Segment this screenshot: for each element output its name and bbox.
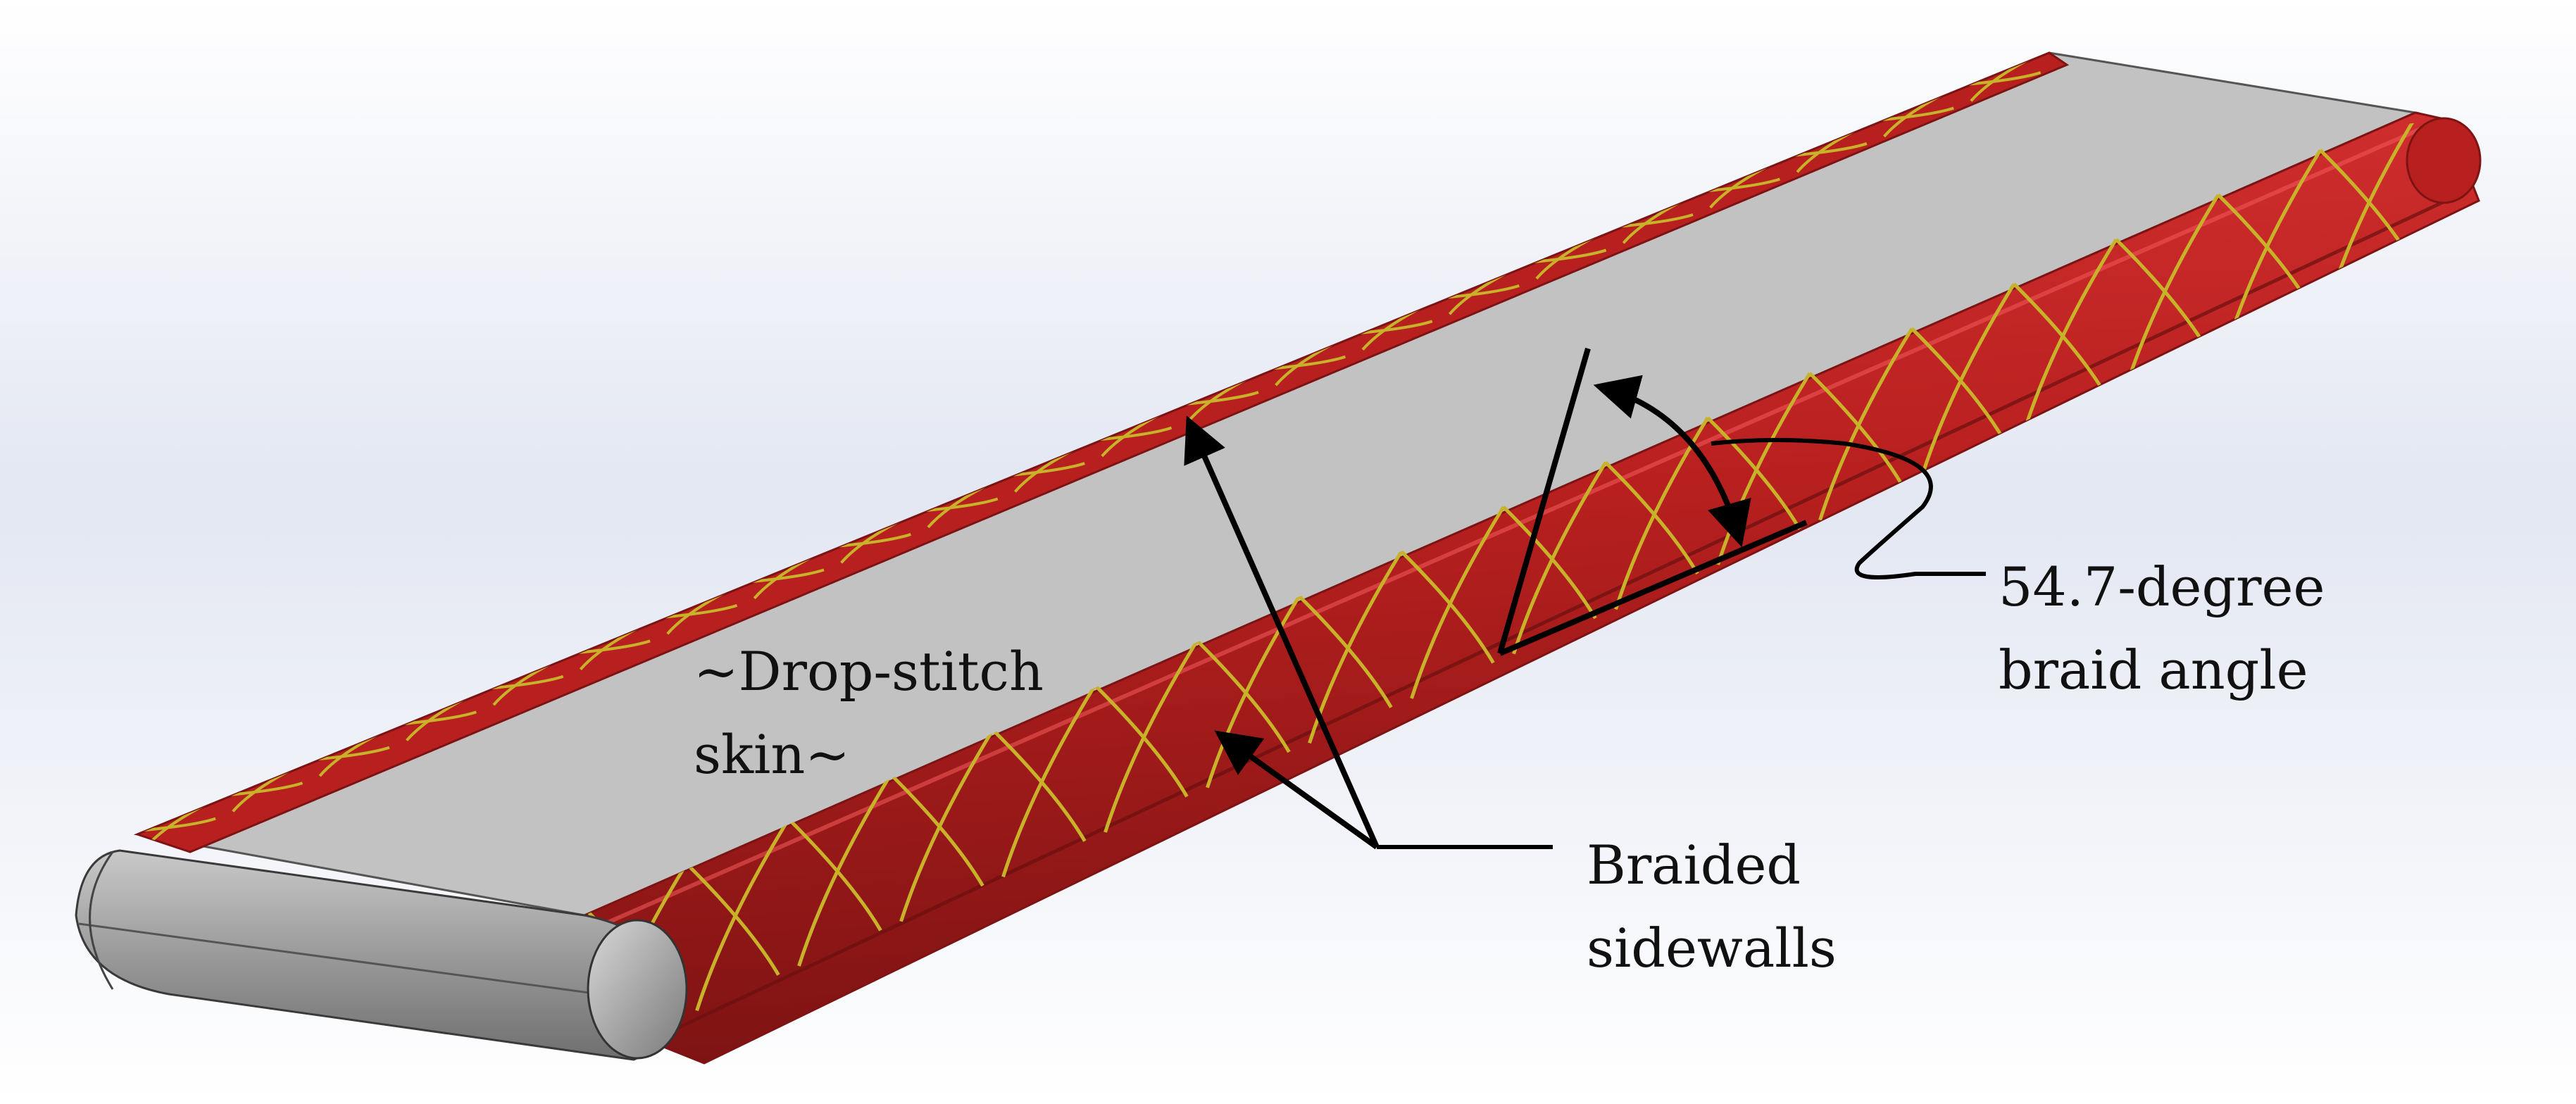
braid-strand (889, 773, 984, 887)
braid-strand (1001, 684, 1097, 878)
braid-strand (1911, 327, 2006, 441)
tube-end-cap (2406, 117, 2482, 204)
braid-strand (1818, 327, 1914, 521)
braid-strand (695, 818, 791, 1012)
sidewalls-label-line-1: Braided (1587, 834, 1801, 896)
braid-strand (787, 817, 882, 932)
braid-angle-arc (1593, 375, 1751, 548)
braid-strand (1094, 684, 1189, 798)
skin-label-line-1: ~Drop-stitch (694, 640, 1044, 703)
braid-strand (2022, 238, 2118, 432)
skin-label-line-2: skin~ (694, 723, 850, 786)
braid-strand (1701, 177, 1781, 193)
angle-callout-line (1711, 438, 1986, 579)
braid-strand (1006, 462, 1085, 477)
braid-strand (571, 639, 651, 655)
braid-fiber-direction-line (1497, 347, 1591, 655)
braid-strand (1527, 249, 1607, 264)
braid-strand (899, 729, 995, 922)
braid-strand (745, 568, 825, 584)
braid-strand (398, 710, 477, 726)
annotation-lines (1184, 347, 1986, 850)
angle-label-line-2: braid angle (1999, 639, 2308, 701)
braid-strand (1308, 551, 1403, 744)
braid-strand (137, 817, 216, 832)
braid-strand (1875, 106, 1954, 122)
near-end-cap (75, 849, 688, 1061)
leader-to-back-sidewall (1184, 415, 1380, 848)
braid-angle-label: 54.7-degree braid angle (1999, 546, 2325, 712)
drop-stitch-skin-label: ~Drop-stitch skin~ (694, 630, 1044, 796)
braid-strand (797, 773, 893, 967)
braid-strand (484, 675, 564, 691)
braid-strand (1502, 506, 1597, 620)
braid-strand (1353, 320, 1433, 335)
braid-strand (311, 746, 390, 762)
braid-strand (992, 728, 1087, 842)
braid-strand (1440, 284, 1520, 300)
braid-strand (224, 782, 304, 797)
braid-strand (1180, 391, 1259, 406)
braid-strand (1400, 550, 1495, 664)
braid-strand (1962, 71, 2042, 87)
leader-to-front-sidewall (1214, 730, 1379, 850)
tube-axis-line (1499, 520, 1808, 656)
braid-strand (1808, 372, 1903, 486)
braid-strand (1093, 426, 1173, 441)
braid-strand (1614, 213, 1694, 229)
braid-strand (1920, 283, 2016, 477)
braid-strand (1103, 639, 1199, 833)
braid-strand (919, 497, 999, 513)
braid-strand (832, 533, 911, 548)
braid-strand (2125, 194, 2220, 387)
angle-label-line-1: 54.7-degree (1999, 556, 2325, 618)
braid-strand (1196, 639, 1291, 753)
braid-strand (658, 603, 738, 620)
braid-strand (685, 862, 780, 976)
braid-strand (1298, 594, 1393, 708)
braid-strand (1267, 355, 1346, 371)
end-cap-face (587, 919, 688, 1060)
braided-sidewalls-label: Braided sidewalls (1587, 824, 1837, 990)
braid-strand (2013, 282, 2108, 396)
braid-strand (1410, 506, 1506, 699)
braid-strand (1512, 461, 1608, 655)
braid-strand (1788, 142, 1868, 158)
sidewalls-label-line-2: sidewalls (1587, 917, 1837, 979)
